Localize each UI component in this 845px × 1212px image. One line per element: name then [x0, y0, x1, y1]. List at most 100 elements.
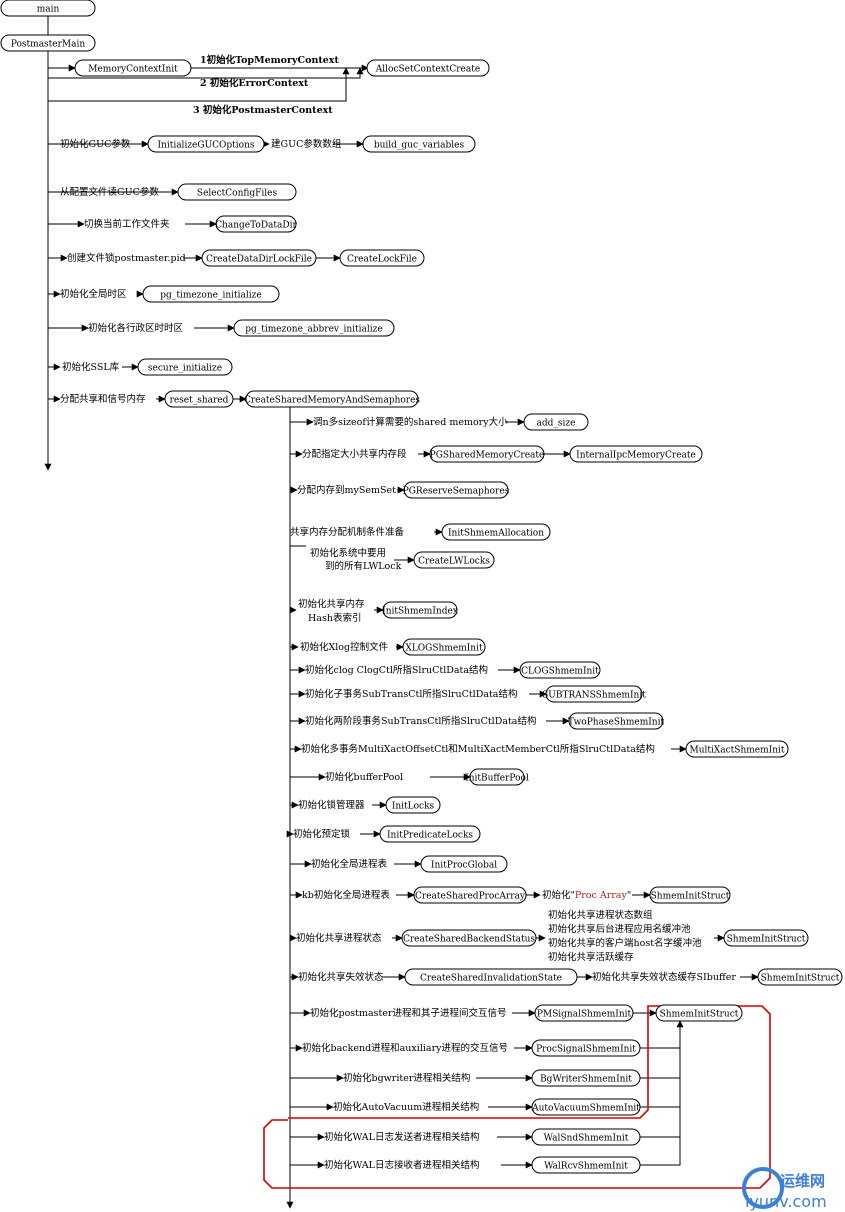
node-box — [655, 1004, 743, 1022]
node-label: MultiXactShmemInit — [689, 746, 784, 756]
node-label: ShmemInitStruct — [651, 892, 730, 902]
node-box — [233, 319, 395, 337]
node-shmem-init-struct-3: ShmemInitStruct — [757, 968, 843, 986]
label-kb-init-global-proc-table: kb初始化全局进程表 — [302, 889, 390, 901]
node-pg-shared-memory-create: PGSharedMemoryCreate — [429, 445, 545, 463]
node-create-shared-memory-and-semaphores: CreateSharedMemoryAndSemaphores — [244, 390, 420, 408]
node-box — [531, 1156, 641, 1174]
node-box — [142, 285, 280, 303]
node-box — [366, 59, 490, 77]
node-box — [401, 929, 537, 947]
node-shmem-init-struct-2: ShmemInitStruct — [723, 929, 809, 947]
connector-lines — [44, 16, 759, 1209]
node-create-data-dir-lock-file: CreateDataDirLockFile — [201, 249, 317, 267]
node-shmem-init-struct-1: ShmemInitStruct — [649, 886, 731, 904]
watermark-site: iyunv.com — [745, 1192, 827, 1211]
node-label: reset_shared — [170, 396, 229, 406]
node-label: InitProcGlobal — [431, 861, 497, 871]
node-init-buffer-pool: InitBufferPool — [465, 768, 529, 786]
node-box — [413, 551, 495, 569]
node-box — [0, 0, 96, 17]
watermark-ring — [742, 1167, 784, 1209]
node-box — [413, 886, 527, 904]
node-box — [531, 1069, 641, 1087]
label-init-bgwriter: 初始化bgwriter进程相关结构 — [343, 1072, 470, 1084]
node-box — [164, 390, 234, 408]
node-box — [147, 135, 265, 153]
node-label: WalSndShmemInit — [544, 1134, 629, 1144]
node-add-size: add_size — [523, 413, 589, 431]
node-wal-rcv-shmem-init: WalRcvShmemInit — [531, 1156, 641, 1174]
label-status-line3: 初始化共享的客户端host名字缓冲池 — [548, 937, 702, 949]
label-guc-array: 建GUC参数数组 — [271, 138, 342, 150]
label-init-shared-invalidation: 初始化共享失效状态 — [298, 971, 384, 983]
node-box — [531, 1039, 641, 1057]
label-init-invalidation-buffer: 初始化共享失效状态缓存SIbuffer — [592, 971, 736, 983]
label-alloc-to-mysemset: 分配内存到mySemSet — [297, 484, 396, 496]
node-label: CLOGShmemInit — [521, 667, 599, 677]
node-init-shmem-index: InitShmemIndex — [382, 601, 458, 619]
label-init-multixact: 初始化多事务MultiXactOffsetCtl和MultiXactMember… — [301, 743, 655, 755]
node-label: CreateLockFile — [347, 255, 417, 265]
node-label: AutoVacuumShmemInit — [531, 1104, 640, 1114]
node-init-locks: InitLocks — [385, 796, 441, 814]
node-pg-timezone-abbrev-initialize: pg_timezone_abbrev_initialize — [233, 319, 395, 337]
node-label: build_guc_variables — [374, 141, 465, 151]
node-box — [245, 390, 419, 408]
node-pg-reserve-semaphores: PGReserveSemaphores — [403, 481, 510, 499]
node-memory-context-init: MemoryContextInit — [74, 59, 192, 77]
node-internal-ipc-memory-create: InternalIpcMemoryCreate — [569, 445, 703, 463]
node-box — [74, 59, 192, 77]
node-build-guc-variables: build_guc_variables — [362, 135, 476, 153]
node-label: InternalIpcMemoryCreate — [576, 451, 696, 461]
label-alloc-shared-memory-segment: 分配指定大小共享内存段 — [302, 448, 407, 460]
label-guc-params: 初始化GUC参数 — [60, 138, 131, 150]
node-label: PMSignalShmemInit — [537, 1010, 632, 1020]
node-initialize-guc-options: InitializeGUCOptions — [147, 135, 265, 153]
node-box — [385, 796, 441, 814]
node-clog-shmem-init: CLOGShmemInit — [519, 661, 601, 679]
node-box — [429, 445, 545, 463]
node-box — [534, 1004, 634, 1022]
node-label: CreateSharedBackendStatus — [403, 935, 535, 945]
node-label: ShmemInitStruct — [727, 935, 806, 945]
node-box — [420, 855, 508, 873]
node-create-lw-locks: CreateLWLocks — [413, 551, 495, 569]
label-error-context: 2 初始化ErrorContext — [200, 77, 309, 89]
node-label: pg_timezone_initialize — [160, 291, 261, 301]
node-shmem-init-struct-4: ShmemInitStruct — [655, 1004, 743, 1022]
label-init-proc-array: 初始化"Proc Array" — [542, 889, 631, 901]
node-label: InitShmemIndex — [382, 607, 458, 617]
node-box — [649, 886, 731, 904]
label-status-line4: 初始化共享活跃缓存 — [548, 951, 634, 963]
node-create-shared-backend-status: CreateSharedBackendStatus — [401, 929, 537, 947]
node-select-config-files: SelectConfigFiles — [177, 183, 297, 201]
node-create-shared-invalidation-state: CreateSharedInvalidationState — [404, 968, 578, 986]
label-alloc-shared-mem-signals: 分配共享和信号内存 — [60, 393, 146, 405]
label-init-wal-receiver: 初始化WAL日志接收者进程相关结构 — [324, 1159, 479, 1171]
node-wal-snd-shmem-init: WalSndShmemInit — [531, 1128, 641, 1146]
node-box — [569, 445, 703, 463]
node-label: secure_initialize — [148, 364, 222, 374]
node-label: InitLocks — [392, 802, 435, 812]
node-label: CreateLWLocks — [418, 557, 490, 567]
node-box — [757, 968, 843, 986]
watermark-brand: 运维网 — [780, 1172, 825, 1190]
node-label: AllocSetContextCreate — [375, 65, 480, 75]
node-init-predicate-locks: InitPredicateLocks — [379, 825, 481, 843]
node-label: ProcSignalShmemInit — [536, 1045, 636, 1055]
node-box — [339, 249, 425, 267]
node-box — [402, 638, 486, 656]
node-label: main — [37, 5, 60, 15]
node-label: ShmemInitStruct — [761, 974, 840, 984]
label-init-wal-sender: 初始化WAL日志发送者进程相关结构 — [324, 1131, 479, 1143]
label-status-line2: 初始化共享后台进程应用名缓冲池 — [548, 923, 691, 935]
node-label: PostmasterMain — [11, 40, 86, 50]
label-shared-mem-alloc-prep: 共享内存分配机制条件准备 — [290, 526, 405, 538]
node-subtrans-shmem-init: SUBTRANSShmemInit — [542, 685, 646, 703]
label-read-guc-from-config: 从配置文件读GUC参数 — [60, 186, 159, 198]
node-box — [523, 413, 589, 431]
node-box — [545, 685, 643, 703]
node-box — [137, 358, 233, 376]
